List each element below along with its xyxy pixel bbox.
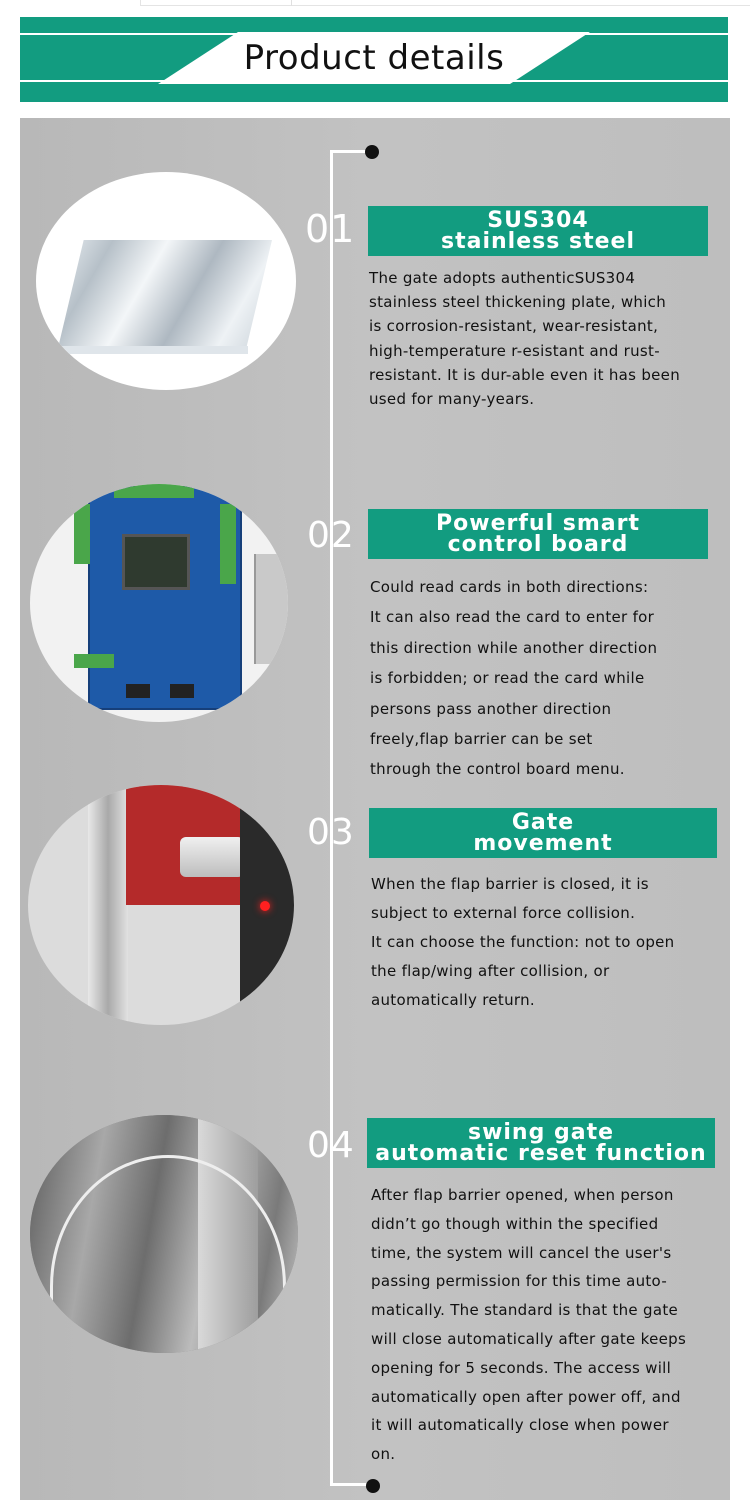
description-line: is corrosion-resistant, wear-resistant, <box>369 317 659 336</box>
section-heading-line: Gate <box>511 810 575 835</box>
timeline-cap-top <box>330 150 370 153</box>
top-strip <box>140 0 750 6</box>
section-heading: Powerful smart control board <box>368 509 708 559</box>
terminal-block <box>114 484 194 498</box>
gate-frame <box>88 785 128 1025</box>
description-line: on. <box>371 1445 396 1464</box>
steel-plate-edge <box>58 346 248 354</box>
top-strip-divider <box>291 0 292 6</box>
terminal-block <box>74 504 90 564</box>
description-line: opening for 5 seconds. The access will <box>371 1358 672 1377</box>
lcd-display <box>122 534 190 590</box>
section-heading-line: stainless steel <box>441 229 635 254</box>
description-line: it will automatically close when power <box>371 1416 669 1435</box>
description-line: It can also read the card to enter for <box>370 608 655 627</box>
terminal-block <box>74 654 114 668</box>
section-number: 01 <box>305 207 356 251</box>
section-number: 02 <box>307 515 355 556</box>
section-heading-line: Powerful smart <box>436 511 640 536</box>
section-number: 04 <box>307 1125 355 1166</box>
description-line: matically. The standard is that the gate <box>371 1301 679 1320</box>
description-line: didn’t go though within the specified <box>371 1214 659 1233</box>
description-line: will close automatically after gate keep… <box>371 1329 687 1348</box>
section-heading-line: swing gate <box>467 1120 615 1145</box>
description-line: automatically open after power off, and <box>371 1387 681 1406</box>
description-line: is forbidden; or read the card while <box>370 669 645 688</box>
control-board-image <box>30 484 288 722</box>
description-line: through the control board menu. <box>370 760 625 779</box>
section-heading: SUS304 stainless steel <box>368 206 708 256</box>
section-description: The gate adopts authenticSUS304 stainles… <box>369 266 680 411</box>
description-line: this direction while another direction <box>370 638 658 657</box>
gate-motor <box>180 837 244 877</box>
description-line: It can choose the function: not to open <box>371 933 675 951</box>
section-heading-line: automatic reset function <box>375 1141 707 1166</box>
description-line: After flap barrier opened, when person <box>371 1186 674 1204</box>
description-line: used for many-years. <box>369 390 535 409</box>
timeline-dot-bottom <box>366 1479 380 1493</box>
timeline-cap-bottom <box>330 1483 370 1486</box>
board-chip <box>170 684 194 698</box>
description-line: freely,flap barrier can be set <box>370 730 593 749</box>
description-line: the flap/wing after collision, or <box>371 962 610 980</box>
circuit-board <box>88 486 242 710</box>
section-heading-line: control board <box>447 532 629 557</box>
section-heading-line: movement <box>473 831 613 856</box>
description-line: Could read cards in both directions: <box>370 578 649 596</box>
board-chip <box>126 684 150 698</box>
description-line: resistant. It is dur-able even it has be… <box>369 365 681 384</box>
section-heading: Gate movement <box>369 808 717 858</box>
stainless-steel-plate-image <box>36 172 296 390</box>
timeline-line <box>330 150 333 1485</box>
header-banner: Product details <box>20 17 728 102</box>
description-line: time, the system will cancel the user's <box>371 1243 672 1262</box>
description-line: persons pass another direction <box>370 699 612 718</box>
description-line: subject to external force collision. <box>371 904 636 922</box>
description-line: passing permission for this time auto- <box>371 1272 668 1291</box>
page-title: Product details <box>243 38 505 78</box>
indicator-light <box>260 901 270 911</box>
section-description: When the flap barrier is closed, it is s… <box>371 870 674 1015</box>
section-heading: swing gate automatic reset function <box>367 1118 715 1168</box>
section-description: After flap barrier opened, when person d… <box>371 1181 686 1469</box>
description-line: automatically return. <box>371 991 535 1009</box>
steel-plate-surface <box>58 240 272 348</box>
timeline-dot-top <box>365 145 379 159</box>
section-number: 03 <box>307 812 355 853</box>
section-heading-line: SUS304 <box>487 208 589 233</box>
power-supply <box>254 554 288 664</box>
terminal-block <box>220 504 236 584</box>
description-line: The gate adopts authenticSUS304 <box>369 269 636 287</box>
swing-gate-image <box>30 1115 298 1353</box>
gate-movement-image <box>28 785 294 1025</box>
section-description: Could read cards in both directions: It … <box>370 572 657 785</box>
description-line: When the flap barrier is closed, it is <box>371 875 649 893</box>
description-line: high-temperature r-esistant and rust- <box>369 341 660 360</box>
description-line: stainless steel thickening plate, which <box>369 293 667 312</box>
banner-title-plate <box>158 32 590 84</box>
